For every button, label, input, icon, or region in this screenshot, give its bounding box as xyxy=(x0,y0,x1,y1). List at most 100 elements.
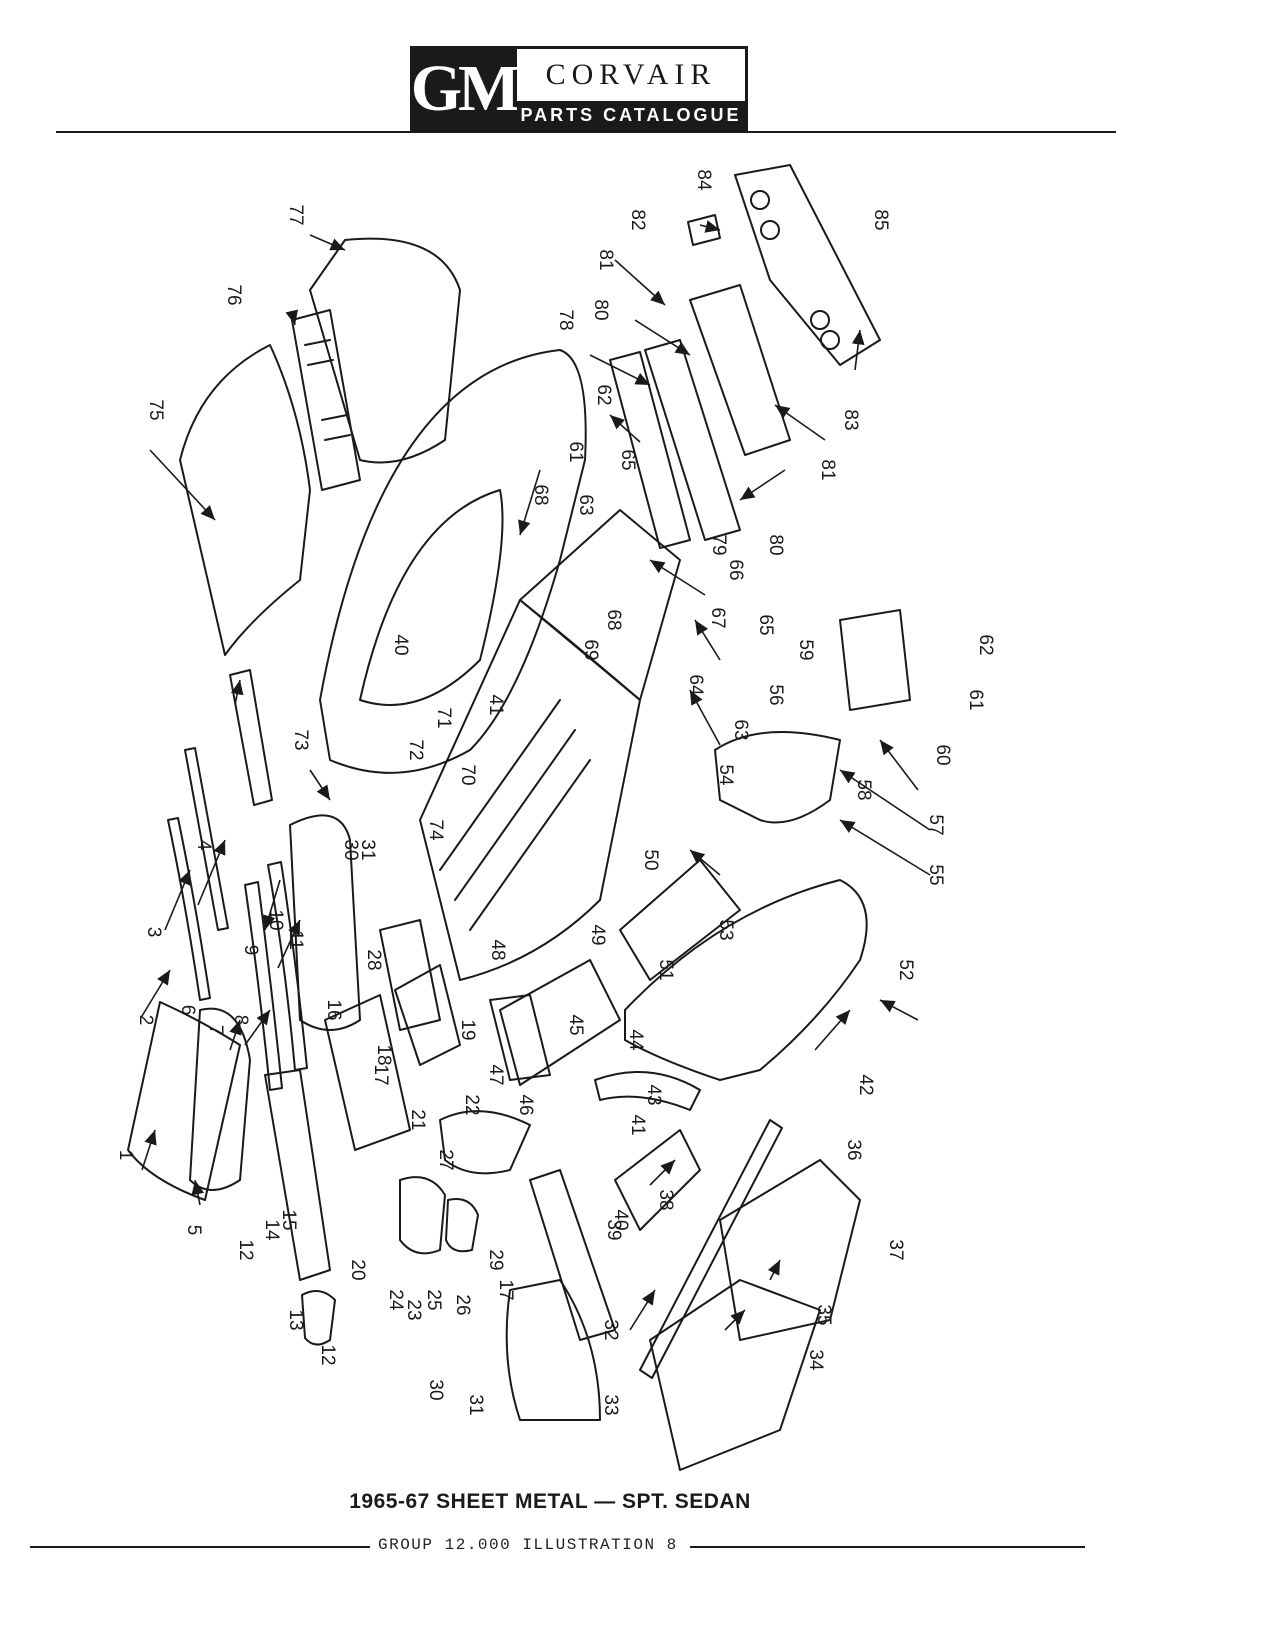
callout-31: 31 xyxy=(357,839,378,860)
callout-42: 42 xyxy=(855,1074,876,1095)
callout-19: 19 xyxy=(457,1019,478,1040)
callout-65: 65 xyxy=(755,614,776,635)
part-76-cowl-vent xyxy=(291,309,361,491)
callout-72: 72 xyxy=(405,739,426,760)
part-40-windshield-opening xyxy=(359,489,504,706)
callout-5: 5 xyxy=(183,1225,204,1236)
callout-21: 21 xyxy=(407,1109,428,1130)
callout-labels: 1234567891011121213141516171718192021222… xyxy=(115,169,996,1415)
callout-68: 68 xyxy=(603,609,624,630)
callout-12: 12 xyxy=(317,1344,338,1365)
callout-81: 81 xyxy=(817,459,838,480)
callout-62: 62 xyxy=(975,634,996,655)
callout-10: 10 xyxy=(265,909,286,930)
part-28-brace xyxy=(379,919,441,1031)
logo-subtitle: PARTS CATALOGUE xyxy=(517,101,745,129)
callout-76: 76 xyxy=(223,284,244,305)
callout-58: 58 xyxy=(853,779,874,800)
part-53-inner-panel xyxy=(619,859,741,981)
callout-41: 41 xyxy=(485,694,506,715)
footer-group-text: GROUP 12.000 ILLUSTRATION 8 xyxy=(378,1536,678,1554)
part-52-quarter-panel xyxy=(624,879,868,1081)
callout-62: 62 xyxy=(593,384,614,405)
callout-9: 9 xyxy=(240,945,261,956)
callout-65: 65 xyxy=(617,449,638,470)
callout-34: 34 xyxy=(805,1349,826,1371)
part-27-support xyxy=(439,1110,531,1175)
callout-40: 40 xyxy=(610,1209,631,1230)
part-26-bracket xyxy=(445,1198,479,1253)
callout-50: 50 xyxy=(640,849,661,870)
part-18-toe-panel xyxy=(324,994,411,1151)
callout-66: 66 xyxy=(725,559,746,580)
callout-60: 60 xyxy=(932,744,953,765)
callout-12: 12 xyxy=(235,1239,256,1260)
callout-78: 78 xyxy=(555,309,576,330)
callout-80: 80 xyxy=(590,299,611,320)
callout-49: 49 xyxy=(587,924,608,945)
callout-2: 2 xyxy=(135,1015,156,1026)
callout-53: 53 xyxy=(715,919,736,940)
part-9-cowl-strip xyxy=(244,881,283,1091)
part-78-rear-upper xyxy=(609,351,691,549)
callout-67: 67 xyxy=(707,607,728,628)
part-47-strip xyxy=(489,994,551,1081)
callout-20: 20 xyxy=(347,1259,368,1280)
part-11-dash-panel xyxy=(289,814,361,1031)
callout-6: 6 xyxy=(177,1005,198,1016)
callout-35: 35 xyxy=(813,1304,834,1325)
callout-55: 55 xyxy=(925,864,946,885)
part-76-louver xyxy=(321,414,348,421)
part-32-fender-front xyxy=(505,1279,601,1421)
callout-22: 22 xyxy=(461,1094,482,1115)
callout-15: 15 xyxy=(278,1209,299,1230)
callout-38: 38 xyxy=(655,1189,676,1210)
callout-29: 29 xyxy=(485,1249,506,1270)
callout-68: 68 xyxy=(530,484,551,505)
callout-64: 64 xyxy=(685,674,706,696)
callout-85: 85 xyxy=(870,209,891,230)
logo-brand: GM xyxy=(411,49,520,129)
footer-rule-left xyxy=(30,1546,370,1548)
callout-73: 73 xyxy=(290,729,311,750)
callout-30: 30 xyxy=(425,1379,446,1400)
callout-31: 31 xyxy=(465,1394,486,1415)
callout-63: 63 xyxy=(575,494,596,515)
callout-13: 13 xyxy=(285,1309,306,1330)
callout-37: 37 xyxy=(885,1239,906,1260)
callout-36: 36 xyxy=(843,1139,864,1160)
callout-27: 27 xyxy=(435,1149,456,1170)
logo-text-block: CORVAIR PARTS CATALOGUE xyxy=(517,49,745,129)
callout-79: 79 xyxy=(708,534,729,555)
part-4-header xyxy=(229,669,273,806)
callout-17: 17 xyxy=(495,1279,516,1300)
part-43-brace xyxy=(594,1071,701,1111)
part-66-rear-panel xyxy=(519,509,681,701)
callout-71: 71 xyxy=(433,707,454,728)
callout-25: 25 xyxy=(423,1289,444,1310)
callout-23: 23 xyxy=(403,1299,424,1320)
callout-70: 70 xyxy=(457,764,478,785)
callout-1: 1 xyxy=(115,1150,136,1161)
callout-74: 74 xyxy=(425,819,446,841)
part-85-lamp-hole xyxy=(820,330,840,350)
part-75-roof xyxy=(179,344,311,656)
part-24-bracket xyxy=(399,1176,446,1255)
callout-75: 75 xyxy=(145,399,166,420)
footer-group-line: GROUP 12.000 ILLUSTRATION 8 xyxy=(0,1536,1275,1558)
callout-32: 32 xyxy=(600,1319,621,1340)
part-85-rear-valance xyxy=(734,164,881,366)
callout-18: 18 xyxy=(373,1044,394,1065)
part-40-pillar xyxy=(614,1129,701,1231)
footer-rule-right xyxy=(690,1546,1085,1548)
callout-4: 4 xyxy=(193,840,214,851)
part-82-back-panel xyxy=(689,284,791,456)
callout-84: 84 xyxy=(693,169,714,191)
part-floor-pan xyxy=(419,599,641,981)
part-6-wheelhouse xyxy=(189,1007,251,1191)
part-76-louver xyxy=(307,359,334,366)
callout-80: 80 xyxy=(765,534,786,555)
callout-33: 33 xyxy=(600,1394,621,1415)
callout-30: 30 xyxy=(340,839,361,860)
